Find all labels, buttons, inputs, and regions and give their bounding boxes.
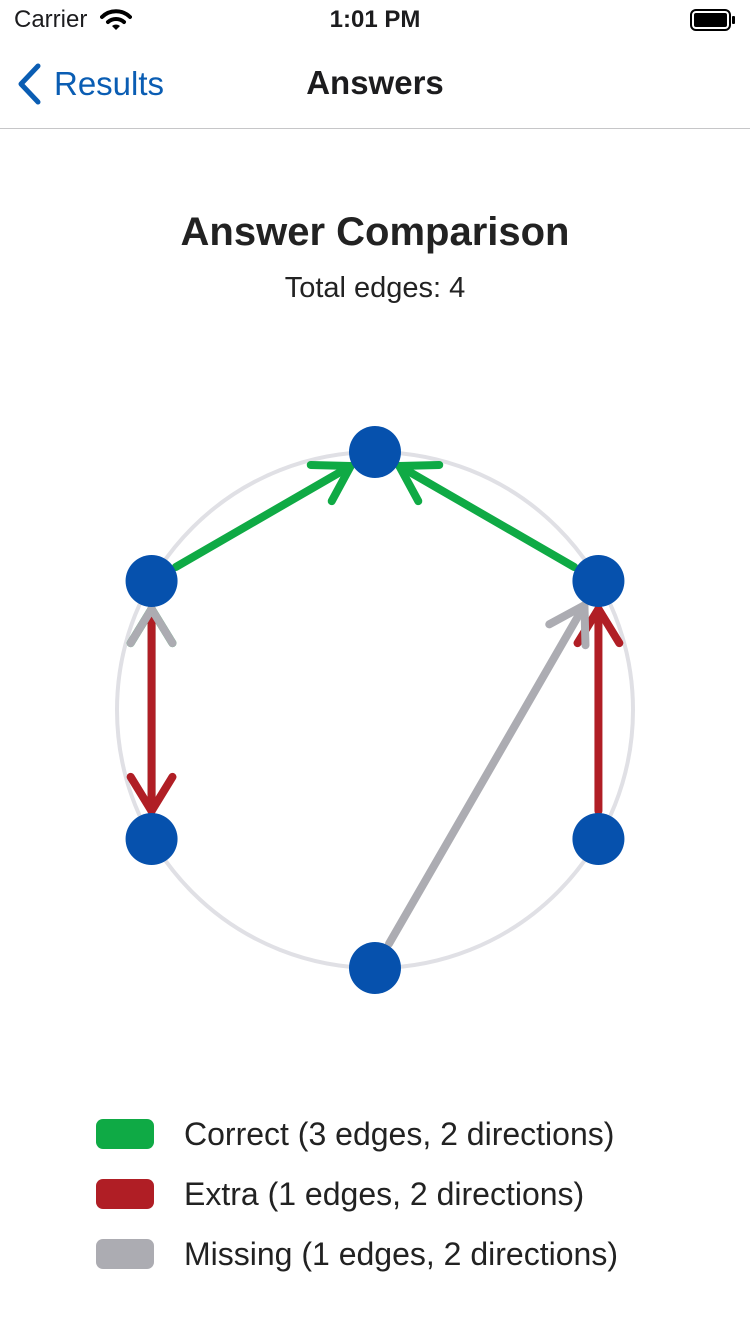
edge-correct-0 bbox=[395, 462, 579, 571]
graph-node-4 bbox=[572, 813, 625, 865]
status-bar: Carrier 1:01 PM bbox=[0, 0, 750, 40]
legend-label-correct: Correct (3 edges, 2 directions) bbox=[184, 1115, 615, 1152]
carrier-label: Carrier bbox=[14, 6, 88, 33]
arrowhead-correct-1 bbox=[306, 460, 355, 506]
back-button-label: Results bbox=[54, 65, 165, 102]
graph-node-0 bbox=[349, 426, 401, 478]
navigation-bar: Results Answers bbox=[0, 40, 750, 129]
chevron-left-icon bbox=[18, 63, 41, 105]
legend-item-extra: Extra (1 edges, 2 directions) bbox=[96, 1164, 618, 1224]
graph-node-2 bbox=[125, 813, 178, 865]
arrowhead-missing-5 bbox=[545, 601, 590, 650]
nav-title: Answers bbox=[306, 64, 444, 101]
total-edges-label: Total edges: 4 bbox=[284, 272, 466, 304]
layout-circle bbox=[115, 450, 635, 970]
answer-graph bbox=[115, 426, 635, 994]
legend-swatch-missing bbox=[96, 1239, 154, 1269]
legend-label-missing: Missing (1 edges, 2 directions) bbox=[184, 1235, 618, 1272]
edge-missing-5 bbox=[385, 601, 589, 948]
arrowhead-missing-6 bbox=[126, 605, 177, 648]
graph-node-3 bbox=[349, 942, 401, 994]
back-button[interactable]: Results bbox=[16, 62, 164, 106]
legend: Correct (3 edges, 2 directions) Extra (1 … bbox=[96, 1104, 618, 1284]
legend-item-correct: Correct (3 edges, 2 directions) bbox=[96, 1104, 618, 1164]
legend-swatch-extra bbox=[96, 1179, 154, 1209]
legend-swatch-correct bbox=[96, 1119, 154, 1149]
graph-node-5 bbox=[572, 555, 625, 607]
status-time: 1:01 PM bbox=[329, 6, 421, 33]
page-title: Answer Comparison bbox=[180, 210, 570, 254]
graph-node-1 bbox=[125, 555, 178, 607]
arrowhead-extra-3 bbox=[126, 772, 177, 815]
edge-correct-1 bbox=[171, 462, 355, 571]
legend-label-extra: Extra (1 edges, 2 directions) bbox=[184, 1175, 585, 1212]
wifi-icon bbox=[100, 9, 132, 30]
legend-item-missing: Missing (1 edges, 2 directions) bbox=[96, 1224, 618, 1284]
arrowhead-correct-0 bbox=[395, 460, 444, 506]
battery-icon bbox=[690, 9, 735, 31]
